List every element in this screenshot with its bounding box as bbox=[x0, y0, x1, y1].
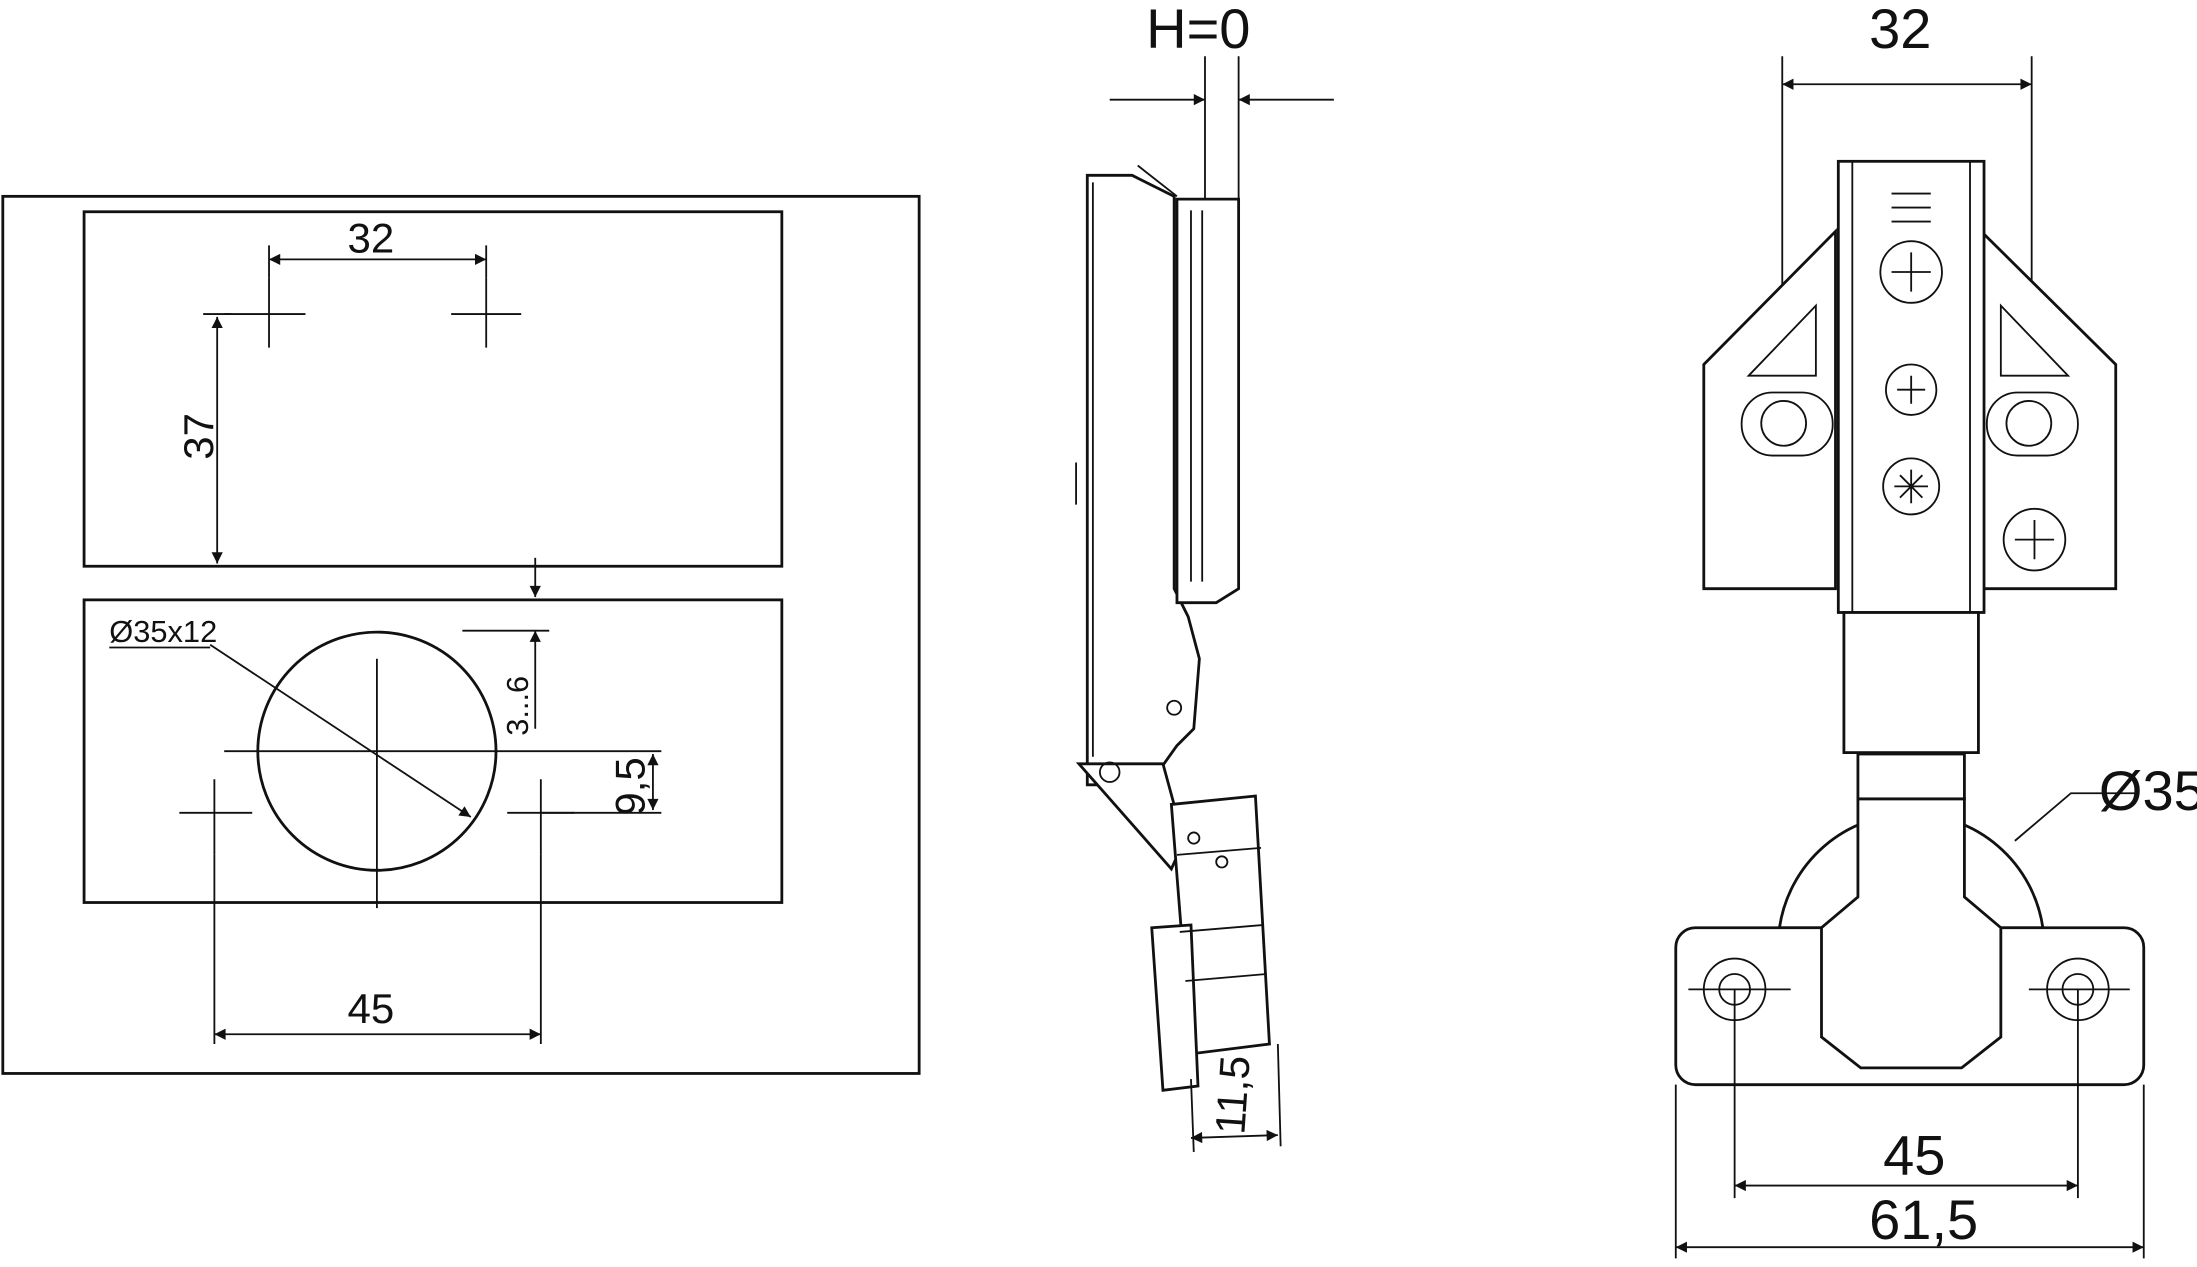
drilling-template-view: 32 37 Ø35x12 3...6 9,5 45 bbox=[1, 194, 921, 1075]
dim-width-label: 61,5 bbox=[1869, 1188, 1978, 1251]
dim-offset-label: 9,5 bbox=[607, 757, 654, 815]
dim-cup-diameter-label: Ø35 bbox=[2099, 759, 2197, 822]
dim-45-bottom-label: 45 bbox=[347, 985, 394, 1032]
dim-depth-label: 11,5 bbox=[1206, 1054, 1258, 1136]
dim-cup-label: Ø35x12 bbox=[109, 614, 217, 649]
dim-37-label: 37 bbox=[175, 413, 222, 460]
hinge-front-view: 32 45 61,5 Ø35 bbox=[1674, 0, 2197, 1259]
dim-overlay-label: H=0 bbox=[1146, 0, 1250, 60]
dim-holes-45-label: 45 bbox=[1883, 1123, 1945, 1186]
dim-edge-range-label: 3...6 bbox=[500, 676, 535, 736]
hinge-side-view: H=0 11,5 bbox=[1075, 0, 1334, 1152]
dim-top-32-label: 32 bbox=[1869, 0, 1931, 60]
dim-32-top-label: 32 bbox=[347, 214, 394, 261]
